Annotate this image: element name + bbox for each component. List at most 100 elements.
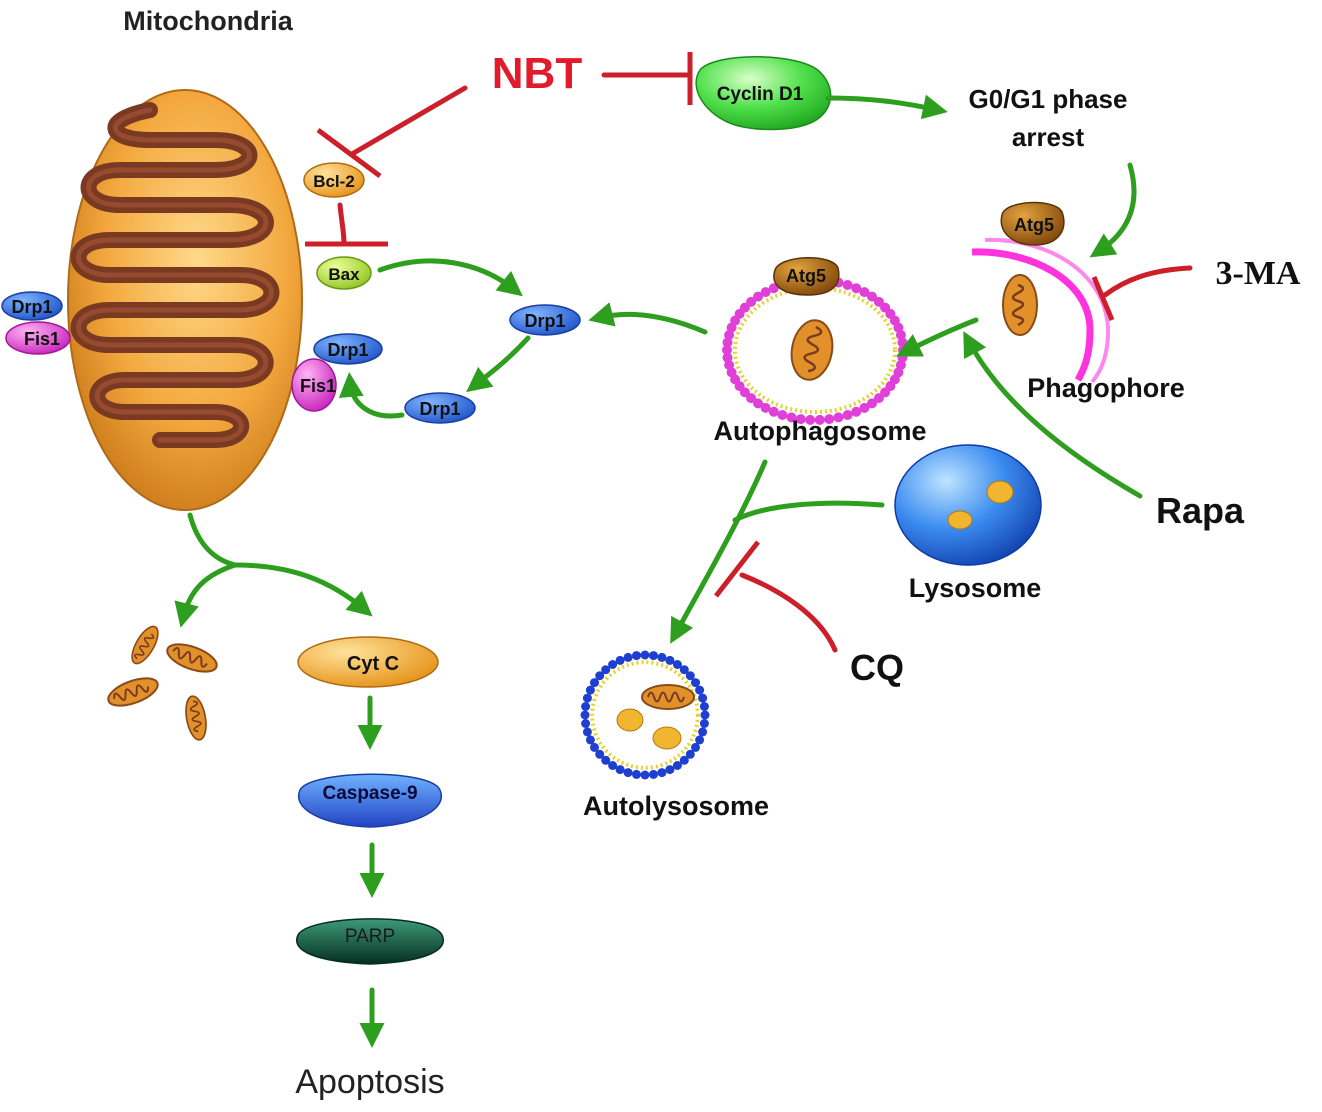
- membrane-bead: [649, 769, 658, 779]
- phagophore-mito: [1002, 274, 1038, 336]
- lysosome-label: Lysosome: [909, 573, 1042, 603]
- inhibition-lines: [305, 52, 1193, 653]
- bcl2-label: Bcl-2: [313, 172, 355, 191]
- three-ma-inhibits-phagophore: [1091, 265, 1193, 321]
- membrane-bead: [581, 702, 591, 711]
- membrane-bead: [695, 685, 705, 695]
- bax-label: Bax: [328, 265, 360, 284]
- drp1-lower-label: Drp1: [419, 399, 460, 419]
- membrane-bead: [672, 660, 682, 669]
- membrane-bead: [608, 761, 618, 770]
- cq-label: CQ: [850, 647, 904, 688]
- autophagosome-label: Autophagosome: [714, 416, 927, 446]
- fis1-left-shape: [5, 321, 71, 355]
- phagophore-label: Phagophore: [1027, 373, 1185, 403]
- membrane-bead: [699, 702, 709, 711]
- membrane-bead: [698, 727, 708, 737]
- autolysosome-membrane: [580, 650, 710, 780]
- g0g1-label-line1: G0/G1 phase: [969, 84, 1128, 114]
- membrane-bead: [595, 749, 605, 759]
- membrane-bead: [679, 665, 689, 675]
- rapa-label: Rapa: [1156, 490, 1245, 531]
- membrane-bead: [746, 296, 757, 307]
- membrane-bead: [842, 280, 853, 290]
- membrane-bead: [753, 398, 763, 409]
- drp1-fis1-left: Drp1 Fis1: [1, 291, 71, 355]
- atg5-autophagosome: Atg5: [773, 257, 840, 296]
- membrane-bead: [859, 287, 870, 298]
- caspase-9: Caspase-9: [297, 773, 443, 828]
- membrane-bead: [851, 283, 862, 294]
- membrane-bead: [699, 719, 709, 728]
- arrow-drp1-center-to-lower: [466, 335, 531, 393]
- arrow-drp1-lower-to-fis1: [338, 372, 405, 419]
- autophagosome-mito: [790, 319, 834, 381]
- membrane-bead: [608, 660, 618, 669]
- membrane-bead: [867, 291, 877, 302]
- membrane-bead: [795, 414, 806, 425]
- arrow-lysosome-join: [732, 500, 885, 523]
- atg5-phagophore-label: Atg5: [1014, 215, 1054, 235]
- g0g1-label-line2: arrest: [1012, 122, 1085, 152]
- autophagosome: [722, 275, 908, 425]
- membrane-bead: [679, 755, 689, 765]
- fis1-right-label: Fis1: [300, 376, 336, 396]
- membrane-bead: [760, 402, 771, 413]
- drp1-left-label: Drp1: [11, 297, 52, 317]
- membrane-bead: [859, 402, 870, 413]
- arrow-bax-to-drp1: [377, 258, 523, 297]
- membrane-bead: [632, 651, 641, 661]
- membrane-bead: [760, 287, 771, 298]
- membrane-bead: [615, 655, 625, 665]
- membrane-bead: [649, 651, 658, 661]
- arrow-mito-split: [187, 512, 238, 568]
- mitochondrion: [67, 89, 303, 511]
- drp1-center-label: Drp1: [524, 311, 565, 331]
- arrow-g0g1-to-phagophore: [1089, 162, 1137, 258]
- fragmented-mitochondria: [103, 621, 222, 743]
- membrane-bead: [595, 671, 605, 681]
- membrane-bead: [590, 678, 599, 688]
- cq-inhibits-fusion: [714, 540, 838, 653]
- drp1-fis1-right: Drp1 Fis1: [291, 333, 383, 412]
- membrane-bead: [867, 398, 877, 409]
- membrane-bead: [685, 749, 695, 759]
- activation-arrows: [174, 94, 1143, 1048]
- autolysosome-label: Autolysosome: [583, 791, 769, 821]
- phagophore: [971, 237, 1111, 384]
- drp1-lower: Drp1: [404, 392, 476, 424]
- membrane-bead: [672, 761, 682, 770]
- membrane-bead: [582, 727, 592, 737]
- bcl2-inhibits-bax: [305, 202, 388, 247]
- membrane-bead: [768, 406, 779, 417]
- membrane-bead: [640, 650, 650, 660]
- membrane-bead: [753, 291, 763, 302]
- fis1-left-label: Fis1: [24, 329, 60, 349]
- lysosome: [894, 444, 1042, 566]
- arrow-to-fragmented-mito: [174, 562, 238, 628]
- apoptosis-label: Apoptosis: [295, 1063, 444, 1101]
- membrane-bead: [585, 735, 595, 745]
- membrane-bead: [722, 352, 733, 363]
- membrane-bead: [590, 742, 599, 752]
- bcl2-protein: Bcl-2: [303, 162, 365, 198]
- membrane-bead: [623, 652, 633, 662]
- bax-protein: Bax: [316, 256, 372, 290]
- membrane-bead: [665, 765, 675, 775]
- membrane-bead: [657, 768, 667, 778]
- membrane-bead: [833, 412, 844, 423]
- three-ma-label: 3-MA: [1216, 255, 1301, 292]
- nbt-inhibits-cyclin: [601, 52, 693, 105]
- membrane-bead: [873, 393, 884, 404]
- membrane-bead: [582, 693, 592, 703]
- arrow-phagophore-to-autophagosome: [896, 317, 979, 357]
- membrane-bead: [786, 412, 797, 423]
- arrow-autophagosome-to-drp1: [588, 302, 708, 335]
- arrow-autophagosome-lysosome-fusion: [670, 459, 768, 644]
- arrow-to-cyt-c: [232, 562, 373, 617]
- membrane-bead: [695, 735, 705, 745]
- membrane-bead: [580, 710, 590, 720]
- cyt-c: Cyt C: [297, 636, 439, 688]
